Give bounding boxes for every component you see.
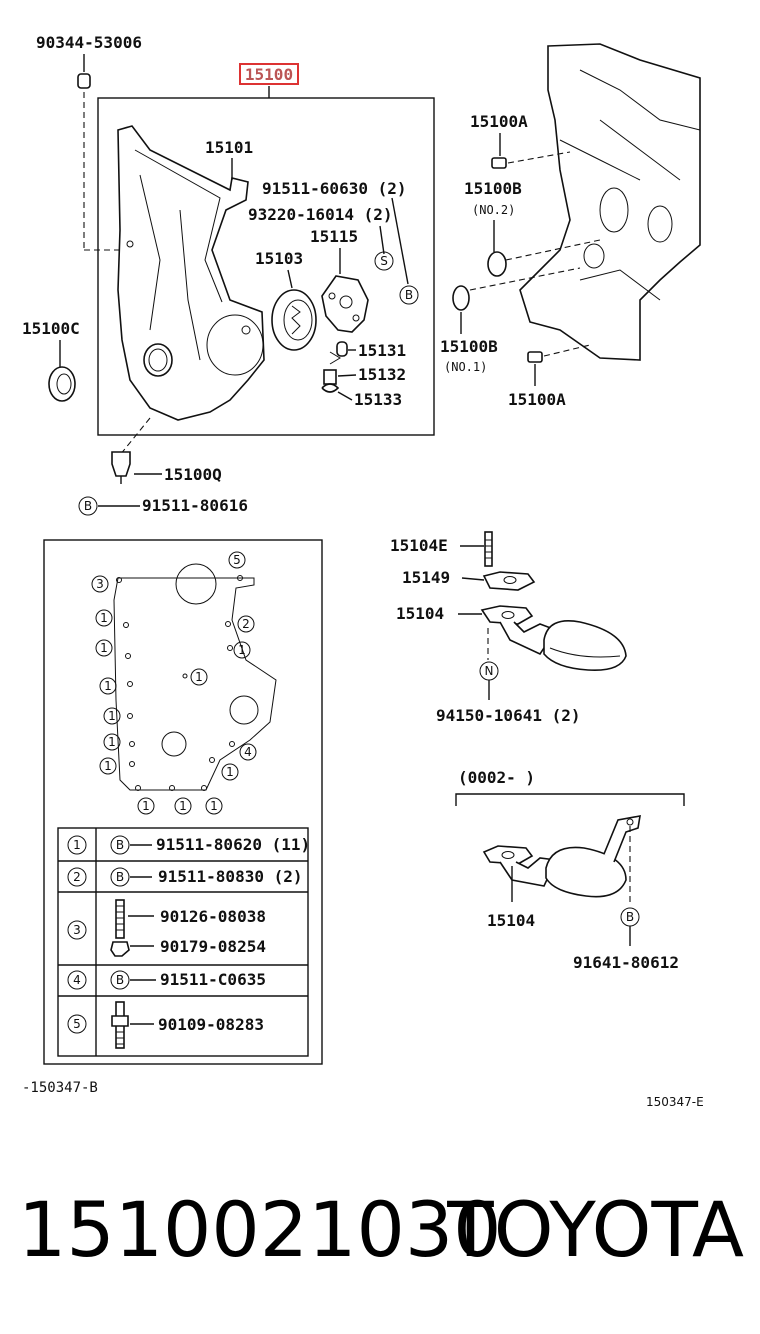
part-label-15149[interactable]: 15149 bbox=[402, 568, 450, 587]
range-bracket bbox=[455, 793, 685, 806]
oil-seal-15100c bbox=[48, 366, 76, 402]
part-label-93220[interactable]: 93220-16014 (2) bbox=[248, 205, 393, 224]
plug-90344 bbox=[77, 73, 91, 89]
svg-text:1: 1 bbox=[108, 735, 116, 749]
bolt-row-5-num: 5 bbox=[73, 1017, 81, 1031]
bolt-row-4-part[interactable]: 91511-C0635 bbox=[160, 970, 266, 989]
stud-15104e bbox=[484, 531, 493, 567]
part-label-15100a-top[interactable]: 15100A bbox=[470, 112, 528, 131]
o-ring-15100b-no2 bbox=[487, 251, 507, 277]
part-label-94150[interactable]: 94150-10641 (2) bbox=[436, 706, 581, 725]
svg-text:N: N bbox=[485, 664, 494, 678]
bolt-row-3-part-a[interactable]: 90126-08038 bbox=[160, 907, 266, 926]
bolt-chart-frame bbox=[43, 539, 323, 1065]
timing-cover-15101 bbox=[117, 125, 265, 421]
o-ring-15100b-no1 bbox=[452, 285, 470, 311]
part-label-15133[interactable]: 15133 bbox=[354, 390, 402, 409]
svg-text:1: 1 bbox=[108, 709, 116, 723]
svg-text:2: 2 bbox=[242, 617, 250, 631]
part-label-15132[interactable]: 15132 bbox=[358, 365, 406, 384]
bolt-row-3-num: 3 bbox=[73, 923, 81, 937]
svg-text:1: 1 bbox=[100, 641, 108, 655]
callout-b bbox=[399, 285, 419, 305]
svg-text:3: 3 bbox=[96, 577, 104, 591]
bolt-row-2-part[interactable]: 91511-80830 (2) bbox=[158, 867, 303, 886]
part-label-15100q[interactable]: 15100Q bbox=[164, 465, 222, 484]
part-label-15115[interactable]: 15115 bbox=[310, 227, 358, 246]
bolt-chart-caption: -150347-B bbox=[22, 1080, 98, 1096]
bolt-row-2-num: 2 bbox=[73, 870, 81, 884]
spring-15132 bbox=[323, 369, 337, 385]
svg-text:1: 1 bbox=[238, 643, 246, 657]
bolt-row-5-part[interactable]: 90109-08283 bbox=[158, 1015, 264, 1034]
bolt-row-1-num: 1 bbox=[73, 838, 81, 852]
svg-text:B: B bbox=[84, 499, 92, 513]
part-label-91641[interactable]: 91641-80612 bbox=[573, 953, 679, 972]
oil-pump-cover-15115 bbox=[321, 275, 369, 333]
footer-part-number: 1510021030 bbox=[18, 1185, 502, 1274]
nut-90179 bbox=[110, 941, 130, 957]
part-label-91511-60630[interactable]: 91511-60630 (2) bbox=[262, 179, 407, 198]
part-label-90344[interactable]: 90344-53006 bbox=[36, 33, 142, 52]
assembly-frame bbox=[97, 97, 435, 436]
part-label-15100a-bot[interactable]: 15100A bbox=[508, 390, 566, 409]
label-no2: (NO.2) bbox=[472, 203, 515, 217]
svg-text:1: 1 bbox=[104, 759, 112, 773]
part-label-91511-80616[interactable]: 91511-80616 bbox=[142, 496, 248, 515]
relief-valve-15131 bbox=[336, 341, 348, 357]
engine-block bbox=[519, 43, 701, 361]
bolt-row-4-num: 4 bbox=[73, 973, 81, 987]
strainer-caption: 150347-E bbox=[646, 1095, 704, 1109]
part-label-15100c[interactable]: 15100C bbox=[22, 319, 80, 338]
part-label-15131[interactable]: 15131 bbox=[358, 341, 406, 360]
oil-strainer-15104-alt bbox=[545, 846, 627, 898]
part-label-15104[interactable]: 15104 bbox=[396, 604, 444, 623]
svg-text:5: 5 bbox=[233, 553, 241, 567]
label-no1: (NO.1) bbox=[444, 360, 487, 374]
range-label: (0002- ) bbox=[458, 768, 535, 787]
bolt-position-callouts: 5 3 1 1 1 1 1 1 1 1 1 2 1 1 4 1 bbox=[91, 551, 257, 815]
svg-text:1: 1 bbox=[179, 799, 187, 813]
gasket-15149 bbox=[482, 571, 536, 591]
part-label-15100[interactable]: 15100 bbox=[245, 65, 293, 84]
bolt-row-1-part[interactable]: 91511-80620 (11) bbox=[156, 835, 310, 854]
bolt-row-3-part-b[interactable]: 90179-08254 bbox=[160, 937, 266, 956]
svg-text:1: 1 bbox=[195, 670, 203, 684]
dowel-15100a-top bbox=[491, 157, 507, 169]
svg-text:1: 1 bbox=[100, 611, 108, 625]
svg-text:1: 1 bbox=[226, 765, 234, 779]
oil-strainer-15104 bbox=[543, 620, 627, 672]
footer-brand: TOYOTA bbox=[446, 1185, 744, 1274]
callout-s-text: S bbox=[380, 254, 388, 268]
stud-90126 bbox=[115, 899, 125, 939]
callout-b-text: B bbox=[405, 288, 413, 302]
svg-text:1: 1 bbox=[104, 679, 112, 693]
svg-text:B: B bbox=[116, 870, 124, 884]
part-label-15104-alt[interactable]: 15104 bbox=[487, 911, 535, 930]
part-label-15104e[interactable]: 15104E bbox=[390, 536, 448, 555]
stud-15100q bbox=[111, 451, 131, 477]
part-label-15101[interactable]: 15101 bbox=[205, 138, 253, 157]
dowel-15100a-bot bbox=[527, 351, 543, 363]
part-label-15100b-top[interactable]: 15100B bbox=[464, 179, 522, 198]
callout-s bbox=[374, 251, 394, 271]
cover-outline bbox=[113, 577, 277, 791]
svg-text:B: B bbox=[116, 838, 124, 852]
highlight-box bbox=[239, 63, 299, 85]
plug-15133 bbox=[321, 383, 340, 393]
part-label-15100b-bot[interactable]: 15100B bbox=[440, 337, 498, 356]
svg-text:4: 4 bbox=[244, 745, 252, 759]
svg-text:1: 1 bbox=[142, 799, 150, 813]
strainer-bracket bbox=[603, 815, 641, 863]
svg-text:B: B bbox=[626, 910, 634, 924]
bolt-table bbox=[57, 827, 309, 1057]
svg-text:1: 1 bbox=[210, 799, 218, 813]
svg-text:B: B bbox=[116, 973, 124, 987]
oil-seal-hole bbox=[143, 343, 173, 377]
part-label-15103[interactable]: 15103 bbox=[255, 249, 303, 268]
